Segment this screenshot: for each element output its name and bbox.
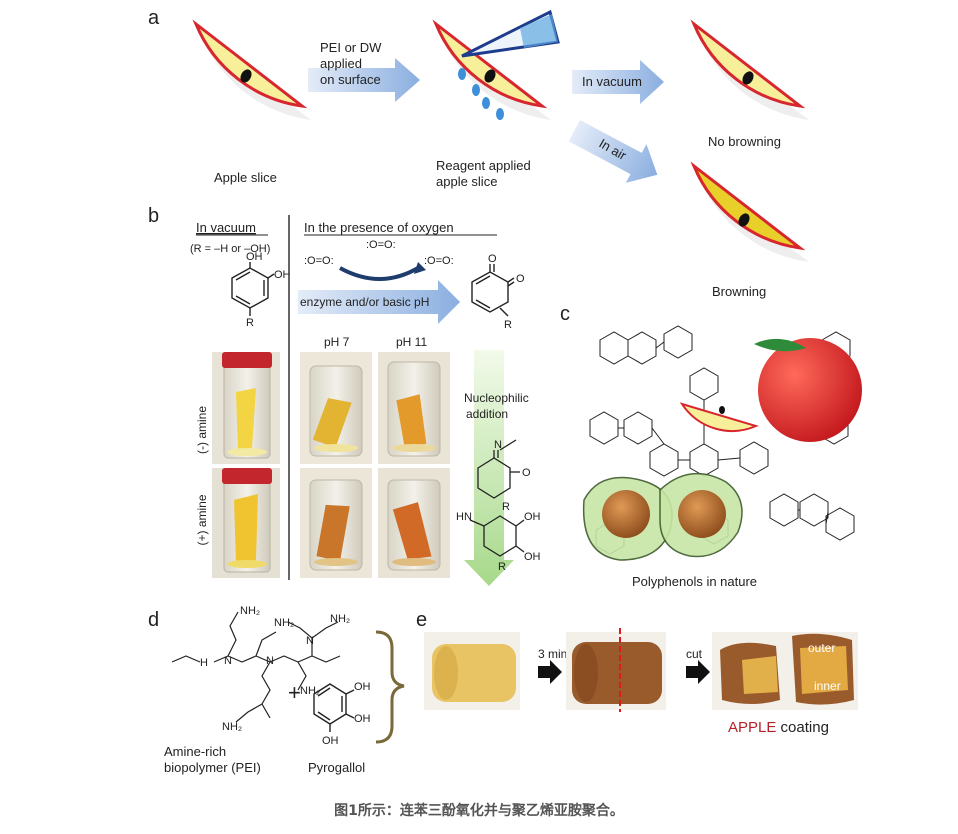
reagent-label-1: Reagent applied — [436, 158, 531, 173]
pei-structure — [171, 611, 341, 723]
panel-e-label: e — [416, 609, 427, 631]
no-browning-label: No browning — [708, 134, 781, 149]
panel-b-label: b — [148, 205, 159, 227]
apple-slice-browning — [690, 161, 809, 262]
panel-a-label: a — [148, 7, 160, 29]
pei-nh2-3: NH₂ — [330, 613, 350, 625]
photo-air-ph11-plus-amine — [378, 468, 450, 578]
enzyme-label: enzyme and/or basic pH — [300, 295, 429, 309]
quinone-o-1: O — [488, 253, 497, 265]
pei-label-1: Amine-rich — [164, 744, 226, 759]
pyrogallol-oh-3: OH — [322, 735, 339, 747]
coating-rest: coating — [776, 719, 829, 736]
pei-n-3: N — [266, 655, 274, 667]
adduct-hn: HN — [456, 511, 472, 523]
pei-nh2-2: NH₂ — [274, 617, 294, 629]
figure-caption: 图1所示：连苯三酚氧化并与聚乙烯亚胺聚合。 — [334, 803, 624, 819]
apple-slice-label: Apple slice — [214, 170, 277, 185]
apply-arrow — [308, 58, 420, 102]
panel-c-label: c — [560, 303, 570, 325]
applied-label-1: PEI or DW — [320, 40, 382, 55]
apple-slice-fresh — [192, 19, 311, 120]
pei-label-2: biopolymer (PEI) — [164, 760, 261, 775]
outer-label: outer — [808, 641, 835, 655]
oxygen-title: In the presence of oxygen — [304, 220, 454, 235]
air-arrow — [568, 120, 658, 183]
adduct-r-1: R — [502, 501, 510, 513]
ph11-label: pH 11 — [396, 335, 427, 349]
arrow-3min — [538, 660, 562, 684]
pyrogallol-oh-2: OH — [354, 713, 371, 725]
cut-pieces — [712, 632, 858, 710]
catechol-r: R — [246, 317, 254, 329]
ph7-label: pH 7 — [324, 335, 350, 349]
o2-molecule-2: :O=O: — [366, 239, 396, 251]
catechol-oh-1: OH — [246, 251, 263, 263]
pei-nh-h: H — [200, 657, 208, 669]
reagent-label-2: apple slice — [436, 174, 497, 189]
coating-label: APPLE coating — [728, 719, 829, 736]
adduct-o: O — [522, 467, 531, 479]
apple-slice-reagent — [432, 9, 560, 120]
nucleophilic-arrow — [464, 350, 514, 586]
photo-air-ph11-minus-amine — [378, 352, 450, 464]
nucleophilic-label-2: addition — [466, 407, 508, 421]
o2-molecule-1: :O=O: — [304, 255, 334, 267]
coating-apple: APPLE — [728, 719, 776, 736]
quinone-r: R — [504, 319, 512, 331]
o2-molecule-3: :O=O: — [424, 255, 454, 267]
pyrogallol-label: Pyrogallol — [308, 760, 365, 775]
cut-label: cut — [686, 647, 703, 661]
enzyme-arrow — [298, 280, 460, 324]
pei-nh2-5: NH₂ — [300, 685, 320, 697]
three-min-label: 3 min — [538, 647, 567, 661]
adduct-oh-1: OH — [524, 511, 541, 523]
catechol-oh-2: OH — [274, 269, 291, 281]
coated-cylinder — [566, 628, 666, 712]
pei-n-1: N — [306, 635, 314, 647]
photo-vacuum-plus-amine — [212, 468, 280, 578]
apple-slice-no-browning — [690, 19, 809, 120]
adduct-oh-2: OH — [524, 551, 541, 563]
r-definition: (R = –H or –OH) — [190, 243, 270, 255]
pyrogallol-structure — [313, 683, 355, 732]
applied-label-2: applied — [320, 56, 362, 71]
quinone-o-2: O — [516, 273, 525, 285]
quinone-structure — [471, 264, 515, 317]
polyphenol-spheres — [582, 472, 743, 561]
photo-vacuum-minus-amine — [212, 352, 280, 464]
red-apple — [754, 338, 862, 442]
adduct-n: N — [494, 439, 502, 451]
polyphenols-caption: Polyphenols in nature — [632, 574, 757, 589]
pei-nh2-4: NH₂ — [222, 721, 242, 733]
panel-d-label: d — [148, 609, 159, 631]
amine-adduct-structure — [469, 439, 525, 557]
catechol-structure — [231, 262, 275, 316]
photo-air-ph7-minus-amine — [300, 352, 372, 464]
oxidation-curve-arrow — [339, 266, 420, 281]
brace — [375, 630, 405, 744]
pei-n-2: N — [224, 655, 232, 667]
apple-slice-small — [679, 402, 759, 432]
plus-sign: + — [288, 680, 301, 705]
pei-nh2-1: NH₂ — [240, 605, 260, 617]
applied-label-3: on surface — [320, 72, 381, 87]
plus-amine-label: (+) amine — [195, 494, 209, 545]
uncoated-cylinder — [424, 632, 520, 710]
vacuum-label: In vacuum — [582, 74, 642, 89]
photo-air-ph7-plus-amine — [300, 468, 372, 578]
browning-label: Browning — [712, 284, 766, 299]
inner-label: inner — [814, 679, 841, 693]
b-vacuum-title: In vacuum — [196, 220, 256, 235]
adduct-r-2: R — [498, 561, 506, 573]
pyrogallol-oh-1: OH — [354, 681, 371, 693]
nucleophilic-label-1: Nucleophilic — [464, 391, 529, 405]
minus-amine-label: (-) amine — [195, 406, 209, 454]
vacuum-arrow — [572, 60, 664, 104]
arrow-cut — [686, 660, 710, 684]
